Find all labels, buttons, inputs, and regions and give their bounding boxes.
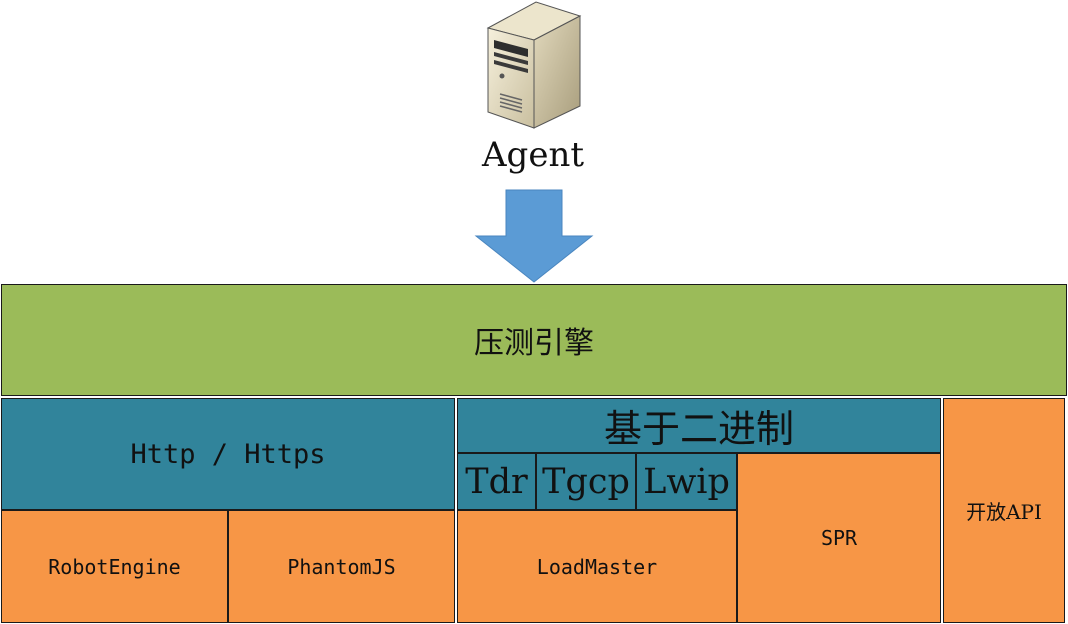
http-block: Http / Https xyxy=(1,398,455,510)
open-api-block: 开放API xyxy=(943,398,1065,623)
spr-block: SPR xyxy=(737,453,941,623)
tgcp-label: Tgcp xyxy=(542,461,630,502)
loadmaster-block: LoadMaster xyxy=(457,510,737,623)
tgcp-block: Tgcp xyxy=(536,453,636,510)
lwip-label: Lwip xyxy=(643,461,730,502)
engine-label: 压测引擎 xyxy=(474,326,594,361)
spr-label: SPR xyxy=(820,526,858,550)
tdr-label: Tdr xyxy=(465,461,528,502)
robotengine-block: RobotEngine xyxy=(1,510,228,623)
down-arrow-icon xyxy=(474,189,594,283)
agent-label: Agent xyxy=(482,135,584,175)
server-icon xyxy=(486,1,582,129)
binary-block: 基于二进制 xyxy=(457,398,941,453)
lwip-block: Lwip xyxy=(636,453,737,510)
tdr-block: Tdr xyxy=(457,453,536,510)
phantomjs-block: PhantomJS xyxy=(228,510,455,623)
binary-label: 基于二进制 xyxy=(603,407,794,451)
loadmaster-label: LoadMaster xyxy=(536,554,658,579)
open-api-label: 开放API xyxy=(966,500,1042,524)
engine-bar: 压测引擎 xyxy=(1,284,1067,396)
robotengine-label: RobotEngine xyxy=(48,554,181,579)
phantomjs-label: PhantomJS xyxy=(287,554,396,579)
http-label: Http / Https xyxy=(130,438,326,470)
